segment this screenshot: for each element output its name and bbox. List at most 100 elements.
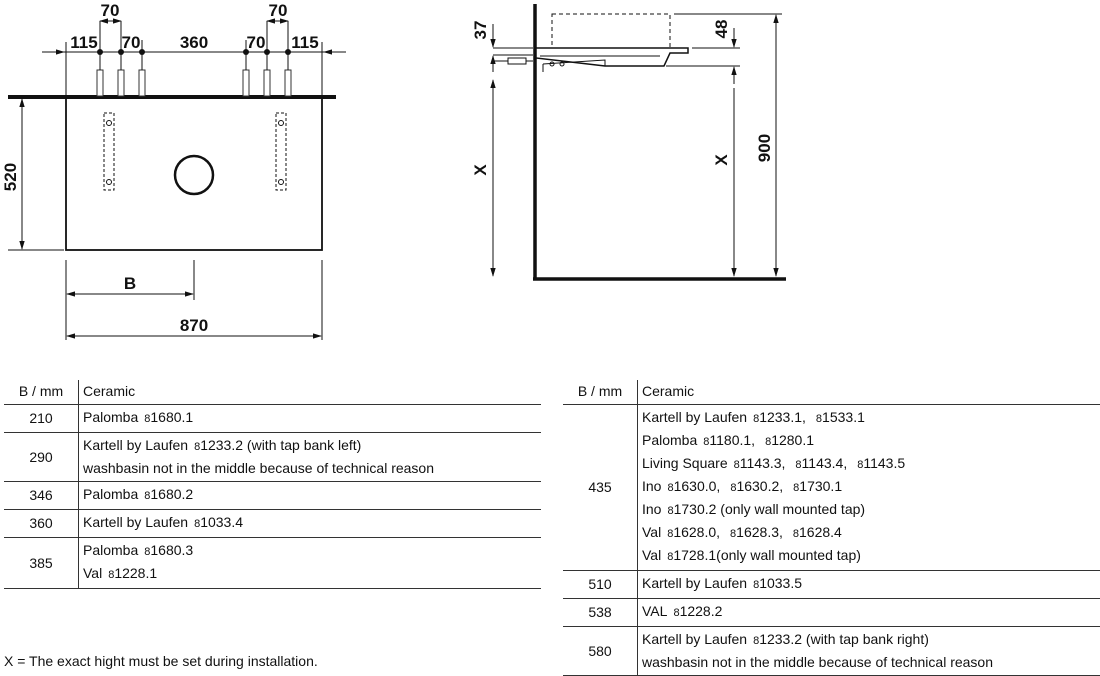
- separator: ,: [782, 455, 786, 471]
- code-number: 1143.4: [802, 455, 844, 471]
- separator: ,: [779, 524, 783, 540]
- dim-x-left: X: [471, 164, 490, 176]
- product-code: 81143.5: [857, 459, 905, 471]
- product-name: Kartell by Laufen: [642, 575, 747, 591]
- code-number: 1728.1: [673, 547, 716, 563]
- product-code: 81033.4: [194, 518, 243, 530]
- product-code: 81533.1: [816, 413, 865, 425]
- row-b-value: 346: [4, 482, 79, 510]
- product-name: Kartell by Laufen: [642, 409, 747, 425]
- product-name: Val: [83, 565, 102, 581]
- product-code: 81628.3: [730, 528, 779, 540]
- code-number: 1228.1: [114, 565, 157, 581]
- dim-900: 900: [755, 134, 774, 162]
- product-code: 81228.1: [108, 569, 157, 581]
- product-name: Kartell by Laufen: [83, 437, 188, 453]
- product-name: Kartell by Laufen: [642, 631, 747, 647]
- code-number: 1630.0: [674, 478, 717, 494]
- row-b-value: 385: [4, 538, 79, 589]
- dim-70-b: 70: [247, 33, 266, 52]
- ceramic-line: Kartell by Laufen 81033.4: [83, 512, 537, 535]
- dim-360: 360: [180, 33, 208, 52]
- dim-870: 870: [180, 316, 208, 335]
- side-view: 37 X 48 X 900: [471, 4, 786, 280]
- dim-48: 48: [712, 20, 731, 39]
- row-ceramic-cell: Kartell by Laufen 81033.4: [79, 510, 542, 538]
- code-number: 1628.0: [673, 524, 716, 540]
- product-code: 81233.1: [753, 413, 802, 425]
- separator: ,: [779, 478, 783, 494]
- product-name: VAL: [642, 603, 667, 619]
- product-name: Palomba: [83, 409, 138, 425]
- product-code: 81628.4: [793, 528, 842, 540]
- dim-70-a: 70: [122, 33, 141, 52]
- product-name: Living Square: [642, 455, 728, 471]
- technical-drawing: 70 70 115 70 360 70 115 520 B 870: [0, 0, 1100, 345]
- product-name: Palomba: [83, 542, 138, 558]
- separator: ,: [751, 432, 755, 448]
- product-code: 81680.2: [144, 490, 193, 502]
- code-number: 1730.2: [674, 501, 717, 517]
- product-name: Ino: [642, 501, 661, 517]
- ceramic-line: washbasin not in the middle because of t…: [83, 458, 537, 479]
- code-number: 1280.1: [771, 432, 814, 448]
- product-code: 81730.2: [667, 505, 716, 517]
- product-code: 81033.5: [753, 579, 802, 591]
- row-b-value: 290: [4, 433, 79, 482]
- product-code: 81680.3: [144, 546, 193, 558]
- drain-hole: [175, 156, 213, 194]
- dim-x-right: X: [712, 154, 731, 166]
- product-code: 81680.1: [144, 413, 193, 425]
- ceramic-line: Palomba 81680.3: [83, 540, 537, 563]
- ceramic-line: Val 81228.1: [83, 563, 537, 586]
- product-code: 81143.4: [795, 459, 843, 471]
- product-code: 81730.1: [793, 482, 842, 494]
- product-name: Val: [642, 524, 661, 540]
- code-number: 1628.3: [736, 524, 779, 540]
- separator: ,: [843, 455, 847, 471]
- product-name: Kartell by Laufen: [83, 514, 188, 530]
- row-b-value: 580: [563, 627, 638, 676]
- product-name: Ino: [642, 478, 661, 494]
- code-number: 1228.2: [680, 603, 723, 619]
- row-b-value: 210: [4, 405, 79, 433]
- dim-70-top-right: 70: [269, 1, 288, 20]
- dim-70-top-left: 70: [101, 1, 120, 20]
- ceramic-line: Palomba 81680.1: [83, 407, 537, 430]
- product-code: 81630.0: [667, 482, 716, 494]
- product-note: (with tap bank right): [802, 631, 929, 647]
- separator: ,: [716, 478, 720, 494]
- product-name: Val: [642, 547, 661, 563]
- product-code: 81180.1: [703, 436, 751, 448]
- row-b-value: 360: [4, 510, 79, 538]
- code-number: 1033.4: [200, 514, 243, 530]
- ceramic-line: washbasin not in the middle because of t…: [642, 652, 1096, 673]
- code-number: 1680.1: [150, 409, 193, 425]
- row-b-value: 538: [563, 599, 638, 627]
- code-number: 1730.1: [799, 478, 842, 494]
- code-number: 1033.5: [759, 575, 802, 591]
- product-code: 81630.2: [730, 482, 779, 494]
- basin-outline: [552, 14, 670, 48]
- dim-520: 520: [1, 163, 20, 191]
- dim-115-left: 115: [70, 33, 97, 52]
- mounting-brackets: [104, 113, 286, 190]
- product-code: 81143.3: [734, 459, 782, 471]
